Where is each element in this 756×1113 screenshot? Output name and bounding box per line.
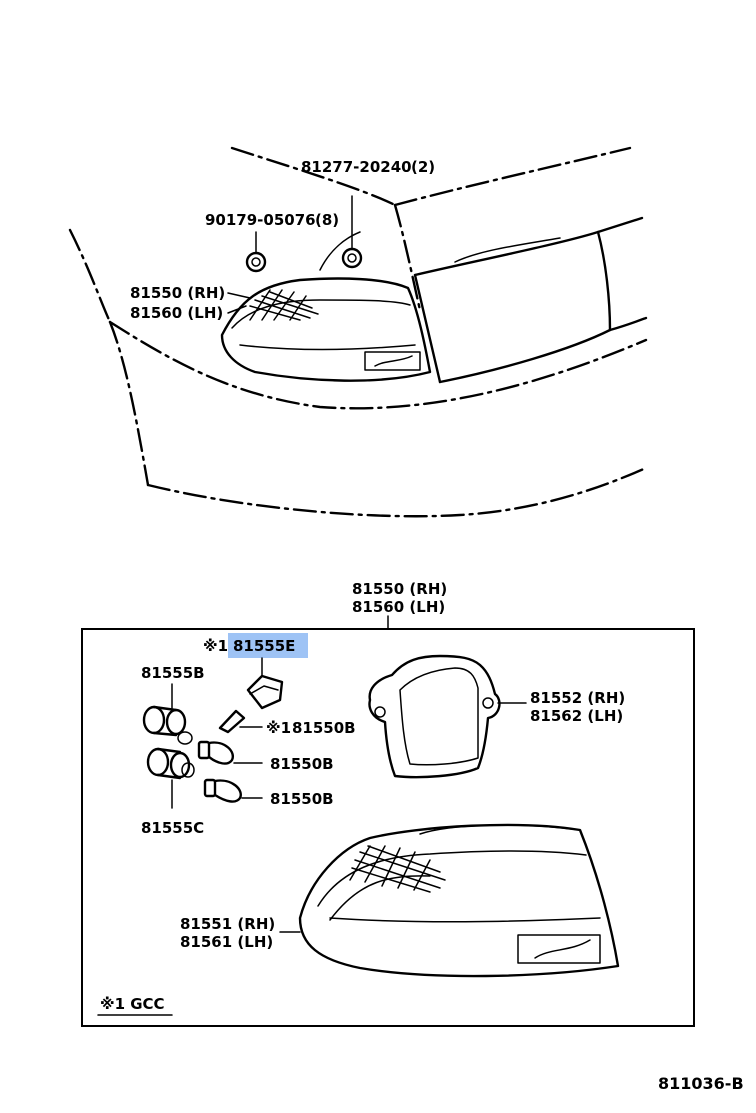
clip-a-qty-label: (2) [411,158,435,176]
wedge-bulb-mark: ※1 [266,719,291,737]
clip-icon-a [341,195,363,269]
clip-a-part-label: 81277-20240 [301,158,412,176]
clip-b-qty-label: (8) [315,211,339,229]
lens-lh-label: 81561 (LH) [180,933,273,951]
bulb-1-label: 81550B [270,755,334,773]
vehicle-body-outline [68,146,648,518]
tail-lamp-installed [220,277,432,382]
bulb-2-label: 81550B [270,790,334,808]
socket-b-label: 81555B [141,664,205,682]
highlight-81555E [228,633,308,658]
socket-c-label: 81555C [141,819,204,837]
socket-81555B-icon [142,705,193,745]
gasket-rh-label: 81552 (RH) [530,689,625,707]
gasket-lh-label: 81562 (LH) [530,707,623,725]
bulb-1-icon [197,740,235,765]
detail-frame [81,628,695,1027]
bulb-e-part-label: 81555E [233,637,295,655]
socket-81555C-icon [146,747,195,780]
lens-grid-pattern [349,845,591,959]
bulb-2-icon [203,778,242,803]
bulb-81555E-icon [246,674,284,710]
lamp-grid-pattern [249,289,413,367]
assembly-rh-label: 81550 (RH) [352,580,447,598]
bulb-e-mark: ※1 [203,637,228,655]
wedge-bulb-part-label: 81550B [292,719,356,737]
lamp-lh-label: 81560 (LH) [130,304,223,322]
lens-rh-label: 81551 (RH) [180,915,275,933]
clip-b-part-label: 90179-05076 [205,211,316,229]
footnote-label: ※1 GCC [100,995,165,1013]
gasket-icon [368,654,501,779]
lamp-leader-line [227,292,251,314]
assembly-lh-label: 81560 (LH) [352,598,445,616]
diagram-code-label: 811036-B [658,1074,744,1093]
wedge-bulb-icon [218,709,246,734]
lens-icon [298,823,620,978]
lamp-rh-label: 81550 (RH) [130,284,225,302]
clip-icon-b [245,231,267,273]
trunk-garnish [413,216,648,384]
